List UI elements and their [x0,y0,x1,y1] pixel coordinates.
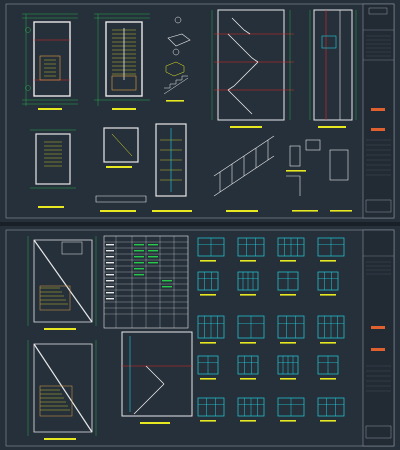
window-elevation-symbol [277,315,305,344]
window-elevation-symbol [197,315,225,344]
railing-details [286,139,352,212]
window-schedule-table [103,235,189,329]
window-elevations [197,237,345,422]
window-elevation-symbol [237,271,259,296]
window-elevation-symbol [237,355,259,380]
stair-plan-1 [22,13,78,110]
bottom-sheet-drawing [5,229,395,447]
elevator-section [309,9,357,128]
stair-plan-5 [152,123,192,212]
title-block-bottom [362,229,395,447]
window-elevation-symbol [317,397,345,422]
window-elevation-symbol [317,237,345,262]
window-elevation-symbol [277,237,305,262]
stair-plan-4 [95,127,147,212]
stair-detail-small [163,16,191,102]
window-elevation-symbol [277,355,299,380]
stair-section-1 [211,9,294,128]
window-elevation-symbol [317,355,339,380]
stair-plan-3 [30,129,76,208]
drawing-sheet-top [0,0,400,222]
window-elevation-symbol [237,237,265,262]
window-elevation-symbol [197,237,225,262]
sheet-divider [0,222,400,226]
window-elevation-symbol [277,271,299,296]
window-elevation-symbol [317,315,345,344]
window-elevation-symbol [197,397,225,422]
title-block-top [362,3,395,219]
window-elevation-symbol [237,397,265,422]
stair-section-2 [121,331,193,424]
window-elevation-symbol [277,397,305,422]
drawing-sheet-bottom [0,226,400,450]
window-elevation-symbol [237,315,265,344]
top-sheet-drawing [5,3,395,219]
angled-stair-plan-upper [27,236,97,330]
railing-elevation [213,135,275,212]
window-elevation-symbol [197,355,219,380]
stair-plan-2 [94,13,150,110]
window-elevation-symbol [317,271,339,296]
angled-stair-plan-lower [27,340,97,440]
window-elevation-symbol [197,271,219,296]
